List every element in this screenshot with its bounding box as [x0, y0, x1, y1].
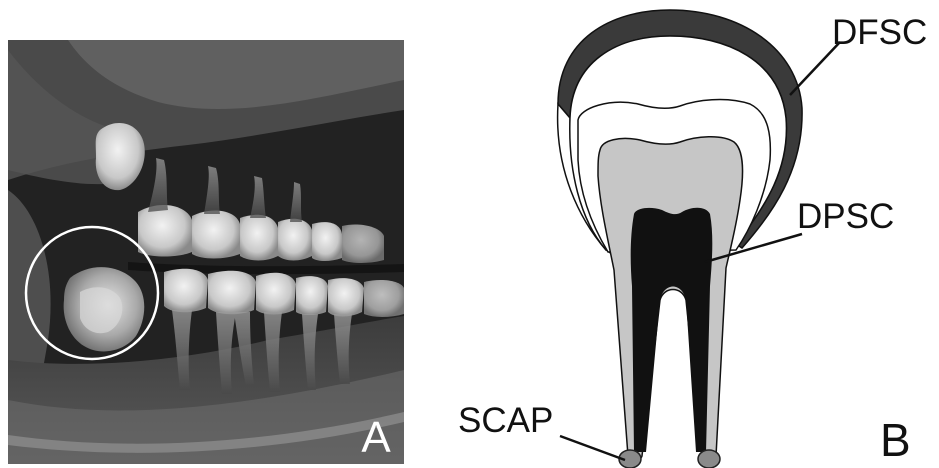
radiograph-image: A — [8, 40, 404, 464]
panel-a-radiograph: A — [8, 40, 404, 464]
dpsc-label: DPSC — [797, 197, 894, 236]
panel-b-tooth-diagram: DFSC DPSC SCAP B — [420, 0, 939, 468]
scap-label: SCAP — [458, 401, 553, 440]
dfsc-label: DFSC — [832, 13, 927, 52]
scap-leader — [560, 436, 625, 460]
apical-papilla-right — [698, 450, 720, 468]
panel-b-letter: B — [880, 414, 911, 466]
tooth-schematic: DFSC DPSC SCAP B — [420, 0, 939, 468]
dentin — [598, 137, 742, 461]
panel-a-letter: A — [361, 413, 391, 462]
dental-pulp — [631, 208, 713, 452]
